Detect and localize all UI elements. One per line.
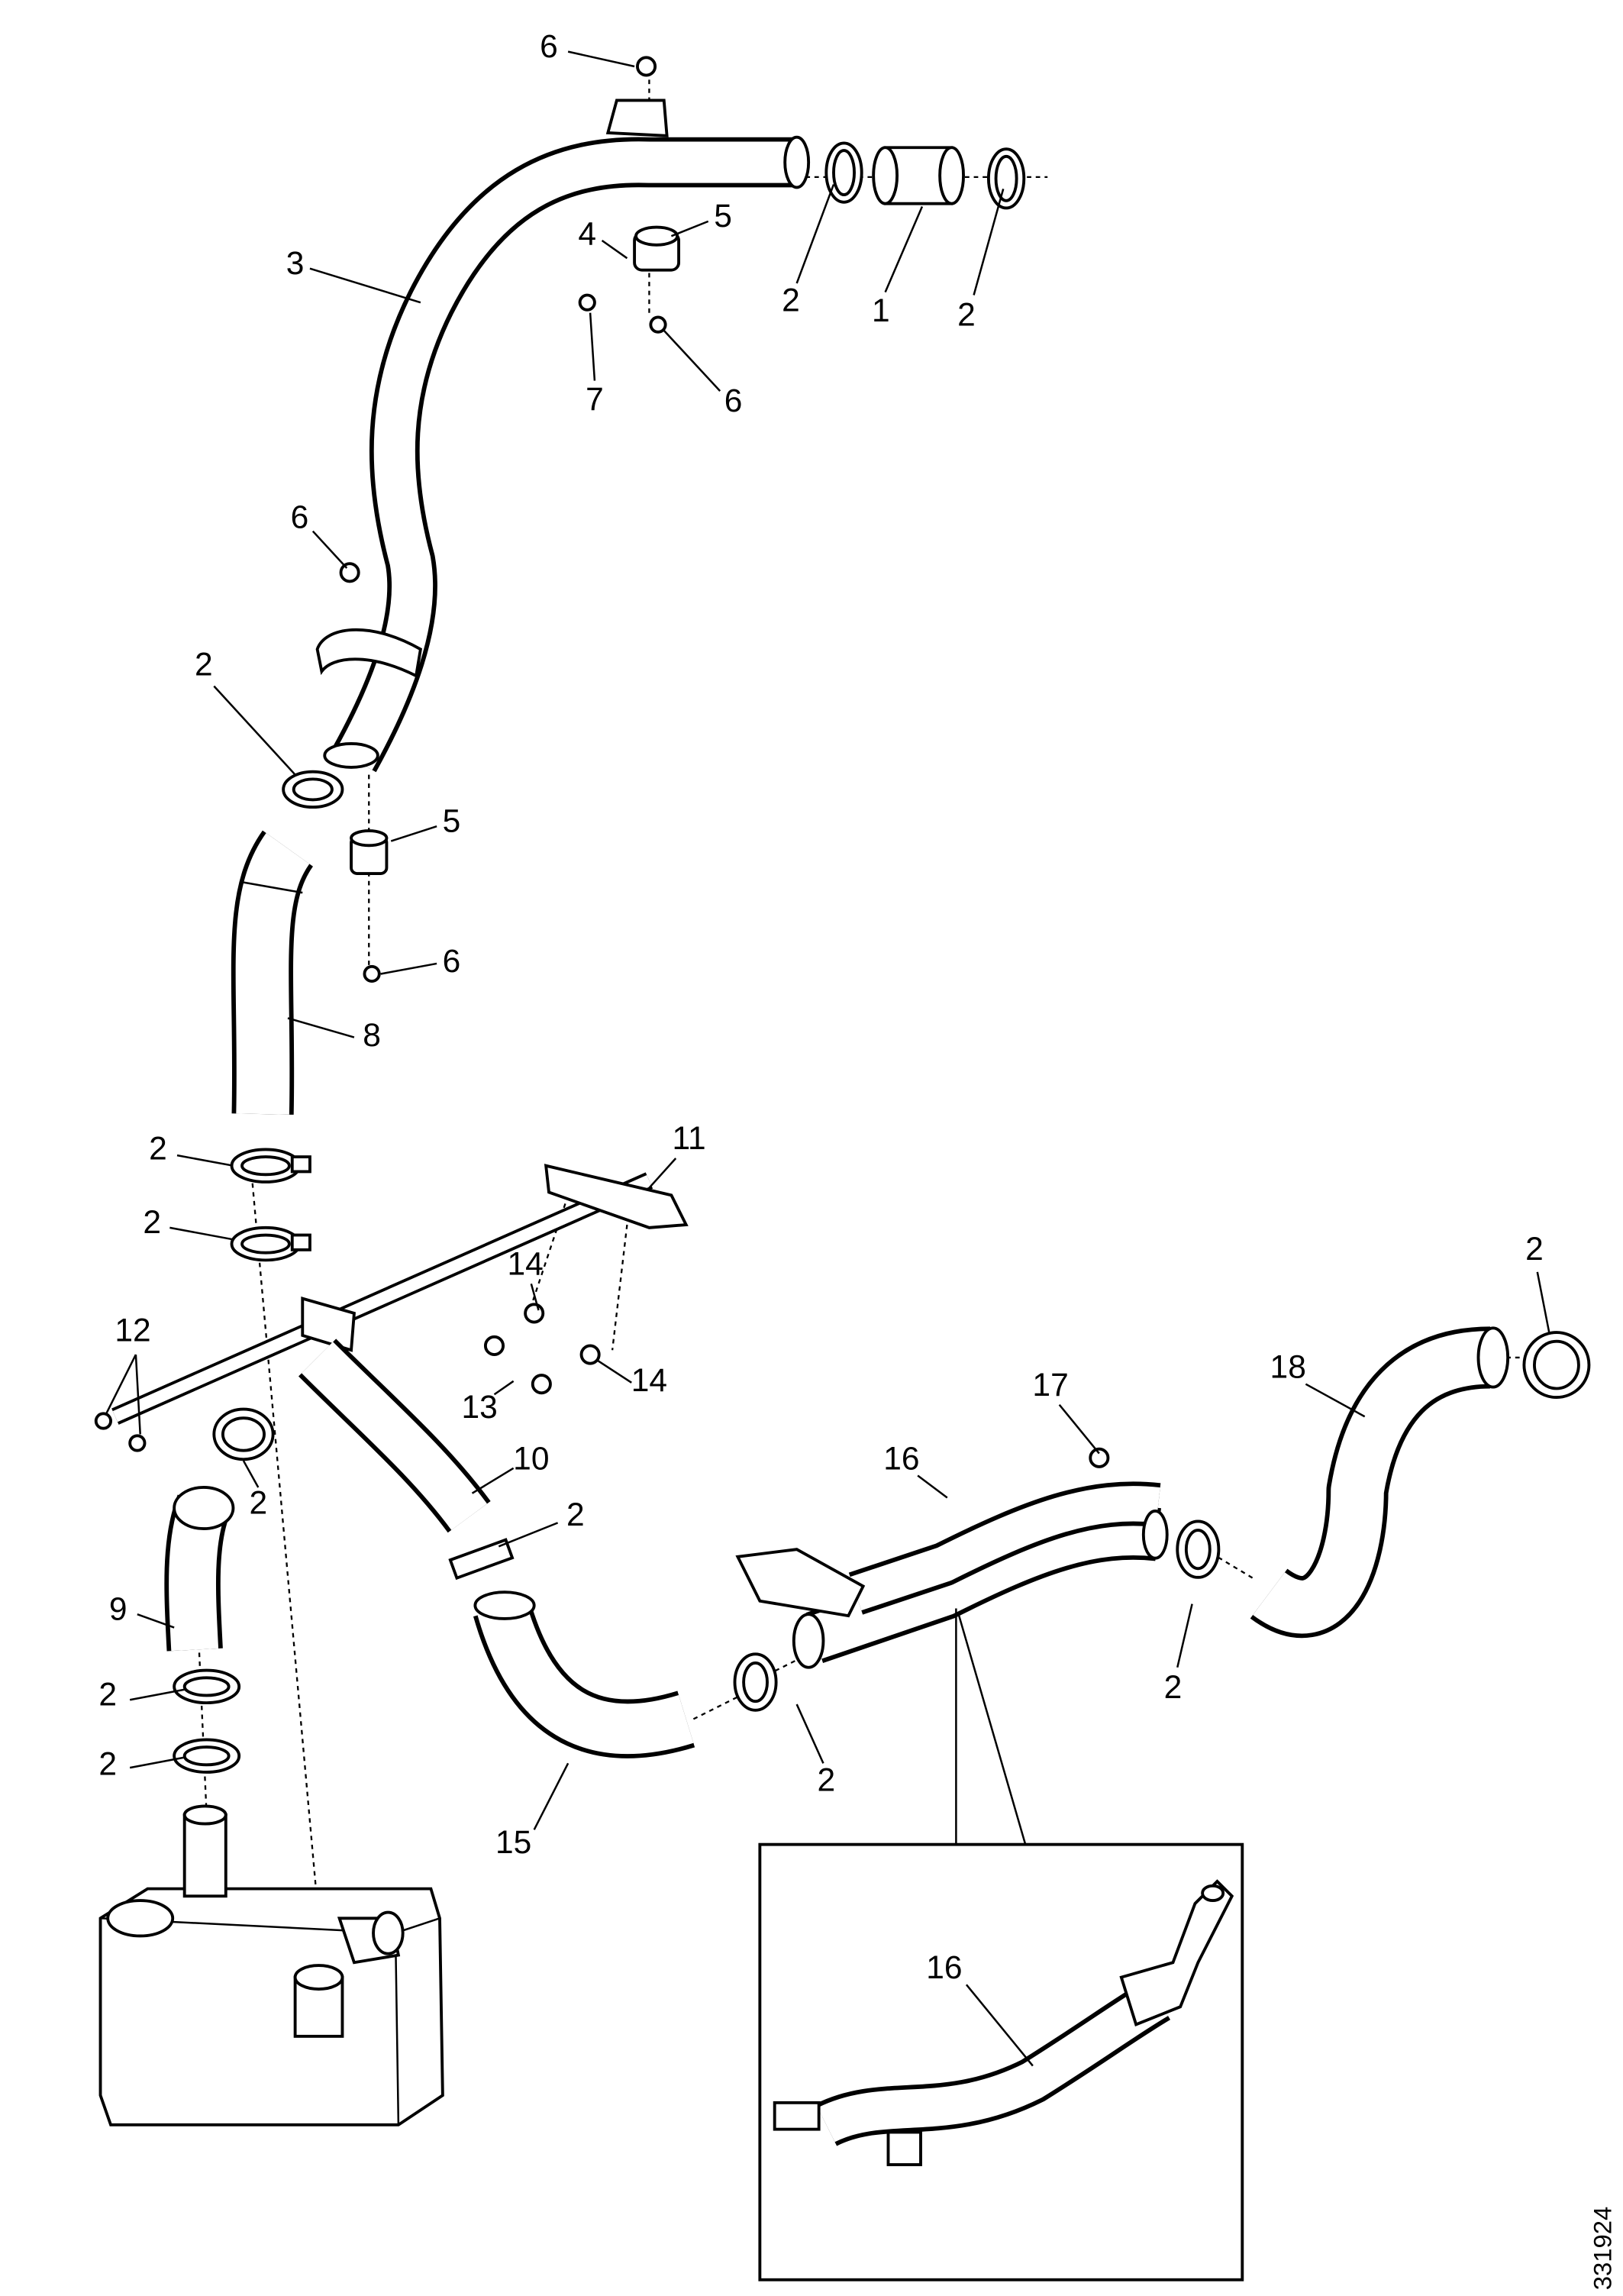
callout-3: 3 <box>286 246 305 282</box>
callouts: 6 3 4 5 2 1 2 7 6 6 2 5 6 8 2 11 2 14 12… <box>98 29 1550 2067</box>
callout-2j: 2 <box>98 1746 117 1782</box>
callout-2a: 2 <box>782 283 800 318</box>
part-8-hose <box>231 830 314 1115</box>
part-18-hose <box>1250 1326 1591 1639</box>
figure-id: 331924 <box>1588 2207 1616 2291</box>
callout-2h: 2 <box>566 1497 585 1533</box>
callout-2b: 2 <box>957 298 976 334</box>
oil-cooler <box>98 1804 444 2126</box>
callout-18: 18 <box>1270 1350 1306 1386</box>
callout-6c: 6 <box>291 499 309 535</box>
callout-14b: 14 <box>631 1363 667 1399</box>
callout-7: 7 <box>586 382 604 418</box>
callout-2d: 2 <box>149 1132 167 1167</box>
part-10-11-pipe-bracket <box>94 1164 689 1581</box>
callout-6b: 6 <box>724 383 743 419</box>
part-1-sleeve-and-clamps <box>824 141 1026 210</box>
detail-inset <box>758 1608 1244 2281</box>
callout-12: 12 <box>115 1313 150 1348</box>
callout-1: 1 <box>872 293 890 329</box>
callout-14a: 14 <box>507 1246 543 1282</box>
callout-2g: 2 <box>249 1485 267 1521</box>
callout-11: 11 <box>673 1121 706 1157</box>
callout-15: 15 <box>495 1825 531 1861</box>
callout-2e: 2 <box>143 1205 161 1241</box>
callout-2i: 2 <box>98 1678 117 1713</box>
callout-16a: 16 <box>883 1441 919 1477</box>
callout-4: 4 <box>578 216 596 252</box>
callout-2c: 2 <box>195 647 213 683</box>
callout-9: 9 <box>109 1592 127 1628</box>
callout-8: 8 <box>363 1018 381 1054</box>
callout-2l: 2 <box>818 1763 836 1799</box>
callout-6d: 6 <box>443 944 461 980</box>
part-4-5-bracket <box>339 56 681 583</box>
part-9-hose <box>164 1486 241 1774</box>
callout-16b: 16 <box>926 1950 962 1986</box>
callout-10: 10 <box>513 1441 549 1477</box>
callout-6a: 6 <box>540 29 558 65</box>
callout-2f: 2 <box>1525 1232 1544 1267</box>
callout-17: 17 <box>1032 1368 1068 1403</box>
part-3-tube <box>315 98 811 773</box>
callout-5a: 5 <box>714 199 732 234</box>
clamp-and-spacer <box>282 770 389 983</box>
part-15-hose <box>473 1590 778 1758</box>
callout-2k: 2 <box>1164 1670 1183 1706</box>
callout-13: 13 <box>462 1390 498 1426</box>
callout-5b: 5 <box>443 804 461 840</box>
part-16-pipe <box>735 1447 1221 1669</box>
clamps-8 <box>230 1148 311 1262</box>
